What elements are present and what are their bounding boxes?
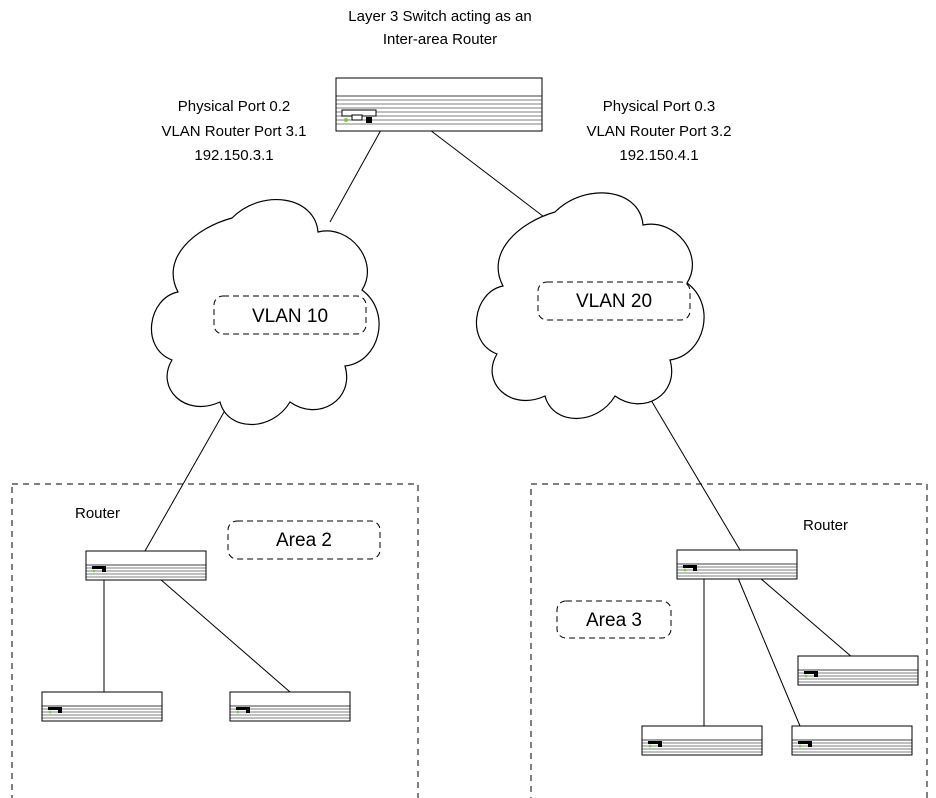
link-vlan10-to-area2-router (144, 404, 229, 552)
area-3-host-right-icon (797, 655, 919, 686)
connection-lines (103, 129, 861, 727)
right-port-vlan: VLAN Router Port 3.2 (586, 123, 731, 140)
right-port-ip: 192.150.4.1 (619, 147, 698, 164)
core-title-line1: Layer 3 Switch acting as an (348, 8, 531, 25)
vlan-10-label-box (213, 295, 367, 335)
link-vlan20-to-area3-router (644, 389, 741, 551)
area-2-host-right-icon (229, 691, 351, 722)
area-3-boundary (530, 483, 928, 798)
link-area3-router-to-right-host (759, 577, 861, 665)
link-core-to-vlan20 (429, 129, 549, 221)
right-port-physical: Physical Port 0.3 (603, 98, 716, 115)
left-port-physical: Physical Port 0.2 (178, 98, 291, 115)
area-2-label-box (227, 520, 381, 560)
vlan-20-label: VLAN 20 (576, 291, 652, 312)
area-2-router-icon (85, 550, 207, 581)
link-area2-router-to-right-host (159, 578, 291, 693)
core-title-line2: Inter-area Router (383, 31, 497, 48)
link-area3-router-to-bottom-right-host (737, 577, 801, 727)
vlan-20-label-box (537, 281, 691, 321)
link-core-to-vlan10 (329, 129, 382, 223)
area-3-host-bottom-right-icon (791, 725, 913, 756)
area-3-router-icon (676, 549, 798, 580)
area-2-boundary (11, 483, 419, 798)
area-2-label: Area 2 (276, 530, 332, 551)
left-port-ip: 192.150.3.1 (194, 147, 273, 164)
area-3-label-box (556, 600, 672, 639)
area-2-host-left-icon (41, 691, 163, 722)
vlan-10-label: VLAN 10 (252, 306, 328, 327)
left-port-vlan: VLAN Router Port 3.1 (161, 123, 306, 140)
area-3-router-label: Router (803, 517, 848, 534)
area-3-host-bottom-left-icon (641, 725, 763, 756)
area-3-label: Area 3 (586, 610, 642, 631)
layer3-switch-icon (335, 77, 543, 132)
area-2-router-label: Router (75, 505, 120, 522)
